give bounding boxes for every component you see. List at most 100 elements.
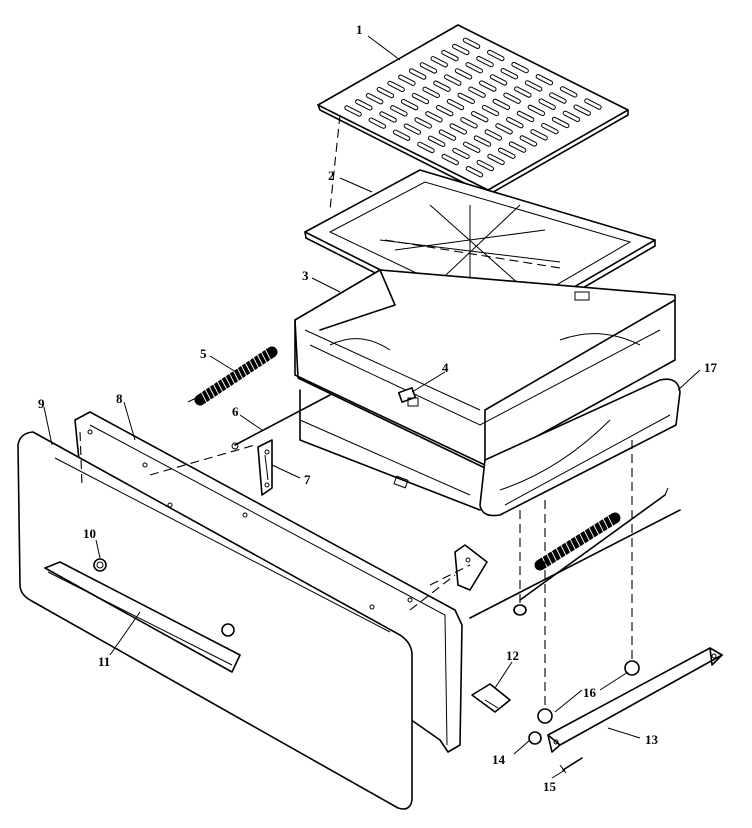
grid-slot <box>498 147 516 159</box>
part-10-knob <box>93 558 107 572</box>
spring-coil <box>232 369 240 383</box>
grid-slot <box>489 74 508 86</box>
grid-slot <box>355 99 373 111</box>
part-5-spring <box>187 346 278 406</box>
part-4-clip <box>397 387 419 407</box>
grid-slot <box>508 141 527 153</box>
callout-3: 3 <box>302 268 309 283</box>
part-13-rail <box>547 647 723 753</box>
spring-coil <box>212 383 220 396</box>
grid-slot <box>441 49 459 62</box>
grid-slot <box>551 116 570 129</box>
spring-coil <box>252 356 260 369</box>
grid-slot <box>454 68 473 80</box>
grid-slot <box>538 98 556 110</box>
grid-slot <box>495 123 513 135</box>
part-16-roller <box>537 660 640 724</box>
callout-10: 10 <box>83 526 96 541</box>
grid-slot <box>411 92 430 105</box>
grid-slot <box>449 123 467 135</box>
grid-slot <box>435 104 454 117</box>
spring-coil <box>264 348 272 361</box>
spring-coil <box>228 372 236 385</box>
grid-slot <box>487 49 505 62</box>
spring-coil <box>592 523 600 536</box>
knob-right <box>221 623 235 637</box>
grid-slot <box>368 117 387 129</box>
grid-slot <box>535 74 554 86</box>
grid-slot <box>408 68 427 80</box>
grid-slot <box>419 62 438 74</box>
callout-4: 4 <box>442 360 449 375</box>
callout-13: 13 <box>645 732 659 747</box>
spring-coil <box>602 517 610 531</box>
grid-slot <box>446 98 465 111</box>
grid-slot <box>476 159 494 172</box>
callout-2: 2 <box>328 168 335 183</box>
part-17-side-panel <box>479 378 681 517</box>
callout-7: 7 <box>304 472 311 487</box>
grid-slot <box>503 92 521 104</box>
grid-slot <box>387 80 405 93</box>
part-14-roller <box>528 731 542 745</box>
grid-slot <box>398 74 416 86</box>
callout-8: 8 <box>116 391 123 406</box>
grid-slot <box>473 135 492 147</box>
spring-coil <box>216 380 224 393</box>
spring-coil <box>200 391 208 404</box>
grid-slot <box>462 141 481 153</box>
slide-spring-right <box>469 487 681 619</box>
spring-coil <box>545 552 553 566</box>
grid-slot <box>465 166 484 178</box>
grid-slot <box>468 86 486 98</box>
grid-slot <box>527 104 546 117</box>
grid-slot <box>484 129 503 141</box>
callout-16: 16 <box>583 685 597 700</box>
grid-slot <box>379 111 397 123</box>
part-1-broiler-grid <box>317 24 629 196</box>
spring-coil <box>256 353 264 367</box>
roller-small <box>513 604 527 616</box>
grid-slot <box>524 80 543 92</box>
callout-5: 5 <box>200 346 207 361</box>
grid-slot <box>516 110 535 123</box>
spring-coil <box>569 538 577 551</box>
spring-coil <box>220 377 228 391</box>
grid-slot <box>390 105 408 117</box>
callout-labels: 1 2 3 4 5 6 7 8 9 10 11 12 13 14 15 16 1… <box>38 22 718 794</box>
grid-slot <box>433 80 451 92</box>
callout-12: 12 <box>506 648 519 663</box>
grid-slot <box>462 37 481 49</box>
grid-slot <box>549 92 567 104</box>
bracket-lower <box>454 544 488 591</box>
spring-coil <box>555 547 563 560</box>
spring-coil <box>208 385 216 399</box>
spring-coil <box>574 535 581 548</box>
grid-slot <box>573 104 591 116</box>
grid-slot <box>376 86 395 99</box>
spring-coil <box>236 367 244 380</box>
callout-17: 17 <box>704 360 718 375</box>
spring-coil <box>583 529 591 542</box>
grid-slot <box>438 129 457 141</box>
grid-slot <box>344 105 362 117</box>
spring-coil <box>564 541 572 554</box>
part-15-screw <box>559 757 583 774</box>
grid-slot <box>425 111 443 123</box>
grid-slot <box>441 153 459 166</box>
grid-slot <box>500 68 519 80</box>
callout-1: 1 <box>356 22 363 37</box>
spring-coil <box>248 359 256 372</box>
leader-lines <box>43 35 701 779</box>
grid-slot <box>403 123 422 135</box>
grid-slot <box>584 98 602 110</box>
grid-slot <box>452 147 470 160</box>
grid-slot <box>514 86 532 98</box>
grid-slot <box>481 104 500 117</box>
spring-coil <box>559 544 567 557</box>
callout-11: 11 <box>98 654 110 669</box>
grid-slot <box>422 86 440 99</box>
grid-slot <box>511 61 529 74</box>
spring-coil <box>550 549 558 563</box>
